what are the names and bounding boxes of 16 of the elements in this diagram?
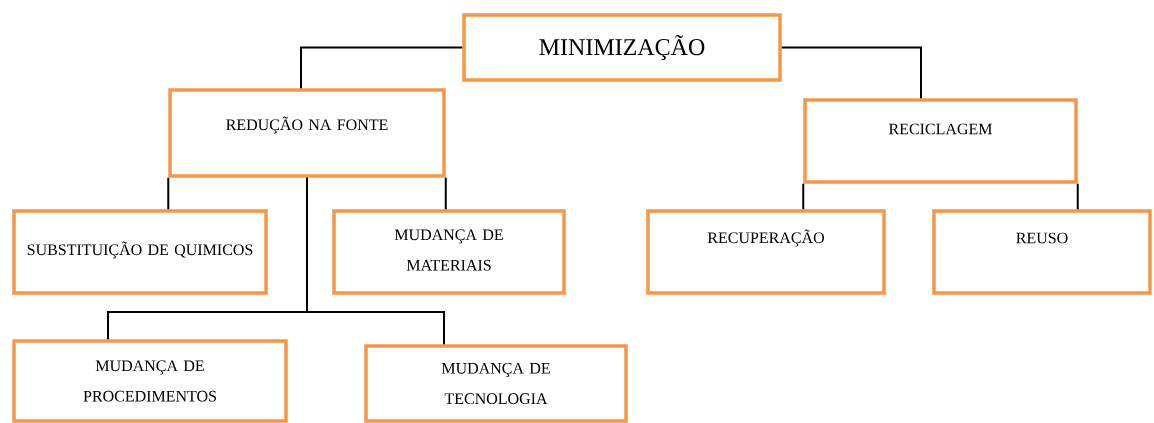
process-box: SUBSTITUIÇÃO DE QUIMICOS: [12, 209, 268, 295]
connector-line: [780, 46, 922, 100]
process-box: MINIMIZAÇÃO: [462, 13, 782, 82]
process-box: RECUPERAÇÃO: [646, 209, 886, 295]
process-box: MUDANÇA DE PROCEDIMENTOS: [12, 339, 288, 423]
process-box: REUSO: [932, 209, 1152, 295]
process-box: REDUÇÃO NA FONTE: [168, 88, 446, 178]
connector-line: [306, 176, 445, 346]
connector-line: [444, 176, 447, 211]
process-box: MUDANÇA DE MATERIAIS: [332, 209, 566, 295]
connector-line: [1076, 182, 1079, 211]
process-box: MUDANÇA DE TECNOLOGIA: [364, 344, 628, 423]
connector-line: [167, 176, 170, 211]
connector-line: [300, 46, 464, 90]
process-box: RECICLAGEM: [803, 98, 1078, 184]
connector-line: [802, 182, 805, 211]
